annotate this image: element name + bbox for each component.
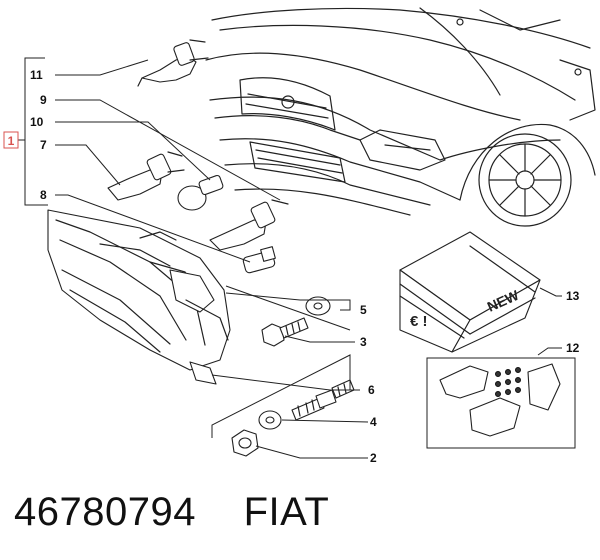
callout-2: 2 [370, 451, 377, 465]
car-illustration [205, 7, 596, 227]
callout-5: 5 [360, 303, 367, 317]
brand-name: FIAT [243, 490, 330, 534]
bulb-9 [209, 199, 289, 251]
bulb-7 [107, 151, 185, 201]
washer-5 [305, 296, 331, 316]
callout-11: 11 [30, 68, 43, 82]
leader-lines [55, 59, 562, 459]
assembly-bracket: 1 [3, 57, 48, 206]
callout-8: 8 [40, 188, 47, 202]
bulb-8 [242, 246, 276, 274]
callout-3: 3 [360, 335, 367, 349]
box-euro-symbol: € ! [410, 313, 428, 330]
mounting-kit [426, 357, 576, 449]
part-label: 46780794 FIAT [14, 490, 329, 535]
callout-9: 9 [40, 93, 47, 107]
callout-6: 6 [368, 383, 375, 397]
callout-12: 12 [566, 341, 580, 355]
callouts: 11 9 10 7 8 5 3 6 4 2 13 12 [30, 68, 580, 465]
part-number: 46780794 [14, 490, 196, 534]
bulb-11 [137, 39, 209, 87]
callout-4: 4 [370, 415, 377, 429]
callout-10: 10 [30, 115, 44, 129]
callout-1: 1 [8, 134, 15, 148]
callout-7: 7 [40, 138, 47, 152]
washer-4 [258, 410, 282, 430]
bulb-10 [177, 174, 224, 211]
headlamp-assembly [47, 209, 231, 385]
callout-13: 13 [566, 289, 580, 303]
nut-2 [231, 429, 259, 457]
packaging-box: NEW € ! [399, 231, 541, 353]
parts-diagram: 1 [3, 7, 596, 465]
bolt-3 [261, 317, 309, 347]
